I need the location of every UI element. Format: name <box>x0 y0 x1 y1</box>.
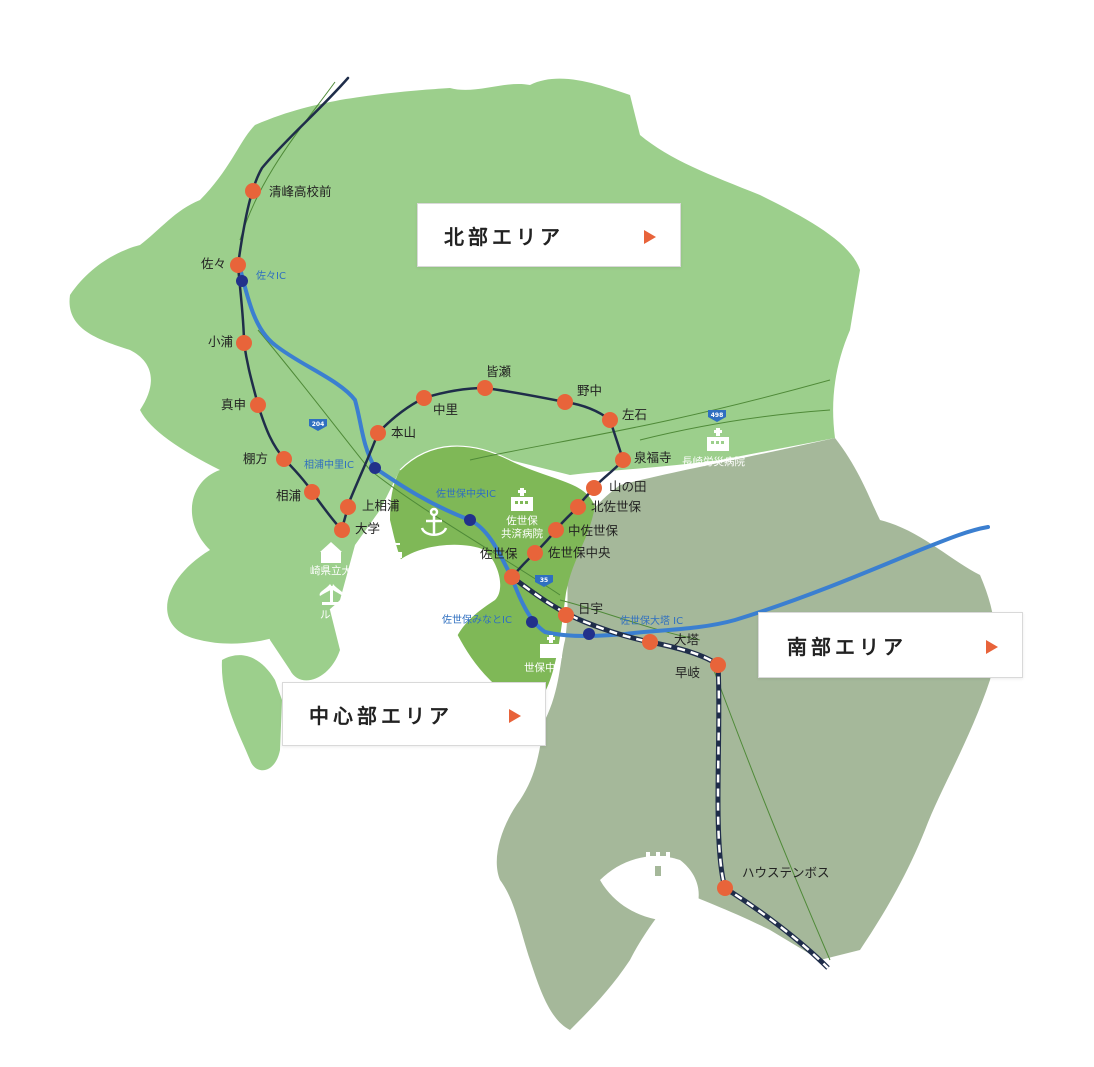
route-498-shield: 498 <box>708 410 726 422</box>
south-area-button[interactable]: 南部エリア <box>758 612 1023 678</box>
station-kamiainoura <box>340 499 356 515</box>
north-area-button[interactable]: 北部エリア <box>417 203 681 267</box>
route-204-shield: 204 <box>309 419 327 431</box>
station-label-minase: 皆瀬 <box>486 364 512 379</box>
station-label-hiu: 日宇 <box>578 601 603 616</box>
station-nakasasebo <box>548 522 564 538</box>
station-senpukuji <box>615 452 631 468</box>
station-label-ainoura: 相浦 <box>276 488 301 503</box>
shipyard-icon <box>386 540 402 558</box>
station-kiyomine <box>245 183 261 199</box>
station-sasebo <box>504 569 520 585</box>
station-label-kiyomine: 清峰高校前 <box>269 184 332 199</box>
station-label-yamanota: 山の田 <box>609 479 647 494</box>
play-arrow-icon <box>986 640 998 654</box>
route-35-shield: 35 <box>535 575 553 587</box>
station-yamanota <box>586 480 602 496</box>
station-label-nakazato: 中里 <box>433 402 458 417</box>
interchange-label-saza: 佐々IC <box>256 270 286 282</box>
kyosai-hospital-label-2: 共済病院 <box>501 527 543 540</box>
central-outline <box>399 445 596 506</box>
interchange-sasebo-chuo <box>464 514 476 526</box>
station-label-daito: 大塔 <box>674 632 700 647</box>
interchange-saza <box>236 275 248 287</box>
kyosai-hospital-label: 佐世保 <box>506 514 538 527</box>
station-label-haiki: 早岐 <box>675 665 701 680</box>
station-label-tanagata: 棚方 <box>243 451 268 466</box>
station-label-nonaka: 野中 <box>577 383 602 398</box>
station-hiu <box>558 607 574 623</box>
north-area-coast <box>230 455 340 681</box>
station-honzan <box>370 425 386 441</box>
station-ainoura <box>304 484 320 500</box>
station-kitasasebo <box>570 499 586 515</box>
central-area-button[interactable]: 中心部エリア <box>282 682 546 746</box>
interchange-sasebo-daito <box>583 628 595 640</box>
interchange-label-sasebo-chuo: 佐世保中央IC <box>436 487 496 500</box>
station-label-sasebo: 佐世保 <box>480 546 518 561</box>
interchange-markers <box>236 275 595 640</box>
castle-icon <box>646 852 670 876</box>
station-markers[interactable] <box>230 183 733 896</box>
interchange-sasebo-minato <box>526 616 538 628</box>
station-saza <box>230 257 246 273</box>
station-huistenbosch <box>717 880 733 896</box>
station-tanagata <box>276 451 292 467</box>
station-saishi <box>602 412 618 428</box>
station-label-huistenbosch: ハウステンボス <box>742 865 830 880</box>
station-label-saza: 佐々 <box>201 256 226 271</box>
hospital-icon <box>511 488 533 511</box>
station-masaru <box>250 397 266 413</box>
interchange-label-ainoura-nakazato: 相浦中里IC <box>304 458 354 471</box>
huistenbosch-facility-label: ハウステンボス <box>621 881 695 893</box>
station-label-sasebochuo: 佐世保中央 <box>548 545 611 560</box>
station-daito <box>642 634 658 650</box>
station-haiki <box>710 657 726 673</box>
south-area-label: 南部エリア <box>787 634 907 659</box>
expressway-line <box>238 266 990 638</box>
station-daigaku <box>334 522 350 538</box>
play-arrow-icon <box>644 230 656 244</box>
interchange-label-sasebo-daito: 佐世保大塔 IC <box>620 614 683 627</box>
interchange-label-sasebo-minato: 佐世保みなとIC <box>442 613 512 626</box>
interchange-ainoura-nakazato <box>369 462 381 474</box>
omura-bay-inlet <box>600 856 699 922</box>
anchor-icon <box>420 507 448 536</box>
sasebo-hospital-label: 世保中 <box>524 661 556 674</box>
station-label-daigaku: 大学 <box>355 521 380 536</box>
svg-text:35: 35 <box>540 577 548 584</box>
station-label-koura: 小浦 <box>208 334 233 349</box>
station-label-senpukuji: 泉福寺 <box>634 450 672 465</box>
university-icon <box>320 542 342 563</box>
hospital-icon <box>707 428 729 451</box>
hospital-icon <box>540 635 562 658</box>
svg-text:204: 204 <box>312 421 325 428</box>
prefectural-university-label: 崎県立大学 <box>310 564 363 577</box>
svg-text:498: 498 <box>711 412 724 419</box>
north-area-label: 北部エリア <box>444 224 564 249</box>
palm-tree-icon <box>319 584 344 605</box>
station-label-saishi: 左石 <box>622 407 647 422</box>
station-nonaka <box>557 394 573 410</box>
rosai-hospital-label: 長崎労災病院 <box>682 455 745 468</box>
station-label-honzan: 本山 <box>391 425 416 440</box>
resort-label: ルシーリゾート <box>320 609 394 621</box>
sasebo-harbor <box>369 544 501 690</box>
station-koura <box>236 335 252 351</box>
ssk-shipyard-label: SSK造船所 <box>370 573 422 586</box>
station-nakazato <box>416 390 432 406</box>
station-label-kamiainoura: 上相浦 <box>362 498 400 513</box>
play-arrow-icon <box>509 709 521 723</box>
station-minase <box>477 380 493 396</box>
central-area-label: 中心部エリア <box>309 703 453 728</box>
station-label-nakasasebo: 中佐世保 <box>568 523 619 538</box>
station-sasebochuo <box>527 545 543 561</box>
station-label-kitasasebo: 北佐世保 <box>591 499 642 514</box>
west-peninsula <box>221 655 282 771</box>
station-label-masaru: 真申 <box>221 397 246 412</box>
